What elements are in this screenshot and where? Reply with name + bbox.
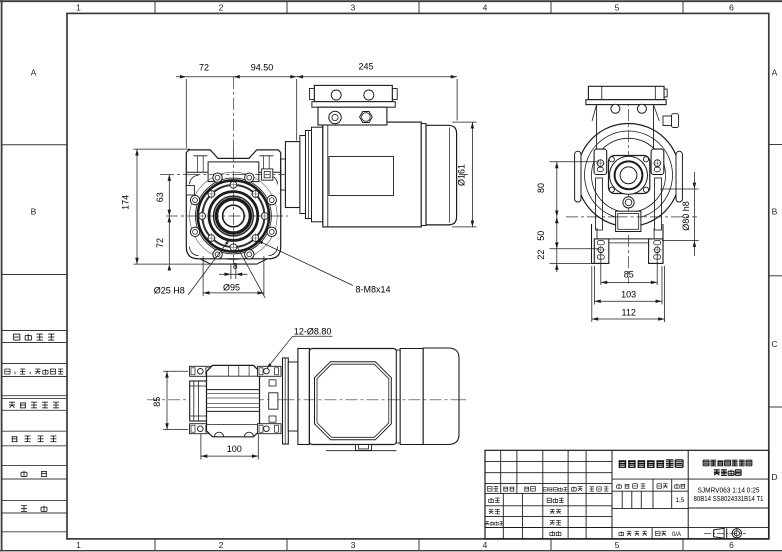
svg-text:2: 2 [219, 540, 224, 550]
svg-text:112: 112 [622, 308, 636, 318]
svg-text:SJMRV063 1:14 0:25: SJMRV063 1:14 0:25 [698, 485, 760, 494]
svg-text:3: 3 [351, 2, 356, 12]
svg-text:85: 85 [152, 397, 162, 407]
svg-text:2: 2 [219, 2, 224, 12]
svg-text:D: D [771, 472, 777, 482]
svg-text:6: 6 [729, 2, 734, 12]
svg-text:B: B [31, 207, 37, 217]
svg-text:1: 1 [76, 2, 81, 12]
svg-text:63: 63 [155, 192, 165, 202]
svg-text:72: 72 [199, 62, 209, 72]
svg-text:50: 50 [536, 231, 546, 241]
svg-text:C: C [771, 339, 777, 349]
svg-text:12-Ø8.80: 12-Ø8.80 [294, 326, 332, 336]
svg-text:174: 174 [120, 195, 130, 210]
svg-text:8: 8 [233, 261, 238, 271]
svg-text:5: 5 [615, 2, 620, 12]
svg-text:245: 245 [358, 62, 373, 72]
svg-text:3: 3 [351, 540, 356, 550]
svg-text:22: 22 [536, 250, 546, 260]
svg-text:0/A: 0/A [672, 532, 681, 538]
svg-text:A: A [772, 68, 778, 78]
svg-text:4: 4 [483, 540, 488, 550]
svg-text:B: B [772, 207, 778, 217]
svg-text:80: 80 [536, 183, 546, 193]
svg-text:8-M8x14: 8-M8x14 [355, 284, 390, 294]
svg-text:Ø25 H8: Ø25 H8 [154, 285, 185, 295]
svg-text:5: 5 [615, 540, 620, 550]
svg-text:94.50: 94.50 [251, 62, 274, 72]
svg-text:80B14 SS8024331B14 T1: 80B14 SS8024331B14 T1 [694, 494, 764, 503]
svg-text:Ø80 h8: Ø80 h8 [681, 201, 691, 231]
svg-text:85: 85 [624, 269, 634, 279]
svg-text:6: 6 [729, 540, 734, 550]
svg-text:1,5: 1,5 [675, 497, 684, 504]
svg-text:Ø95: Ø95 [223, 283, 240, 293]
svg-text:4: 4 [483, 2, 488, 12]
svg-text:1: 1 [76, 540, 81, 550]
svg-text:103: 103 [621, 289, 636, 299]
svg-text:72: 72 [155, 238, 165, 248]
svg-text:Ø161: Ø161 [456, 164, 466, 186]
svg-text:100: 100 [227, 444, 242, 454]
svg-text:A: A [31, 68, 37, 78]
